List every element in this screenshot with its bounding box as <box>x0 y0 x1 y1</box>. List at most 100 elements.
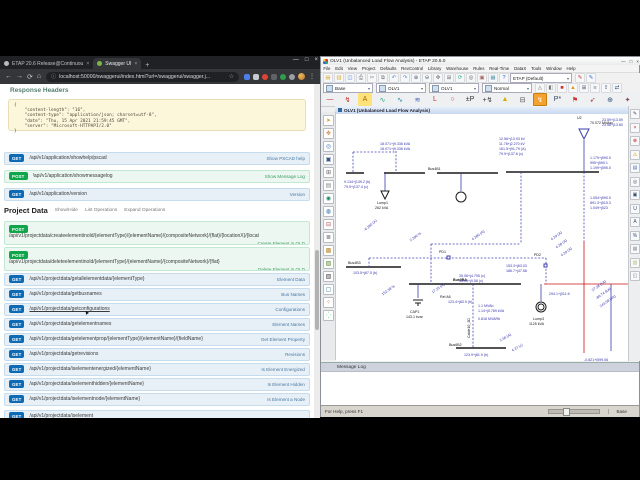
unbalanced-loadflow-icon[interactable]: ↯ <box>533 93 547 106</box>
operation-path-link[interactable]: /api/v1/projectdata/getallelementdata/{e… <box>29 276 145 283</box>
alert-icon[interactable]: ▲ <box>568 83 578 93</box>
arrow-icon[interactable]: ➶ <box>585 93 600 106</box>
check-circuit-icon[interactable]: ◬ <box>535 83 545 93</box>
config-combo[interactable]: Normal▾ <box>482 83 532 93</box>
presentation-combo[interactable]: OLV1▾ <box>376 83 426 93</box>
browser-tab-1[interactable]: ETAP 20.6 Release@Continuou× <box>0 58 93 69</box>
section-link-show-hide[interactable]: Show/Hide <box>54 207 78 213</box>
load-symbol[interactable] <box>380 190 390 201</box>
operation-path-link[interactable]: /api/v1/projectdata/iselementenergized/{… <box>29 366 151 373</box>
menu-rules[interactable]: Rules <box>473 66 485 71</box>
tab-close-icon[interactable]: × <box>86 60 90 67</box>
revision-combo[interactable]: Base▾ <box>323 83 373 93</box>
unit-icon[interactable]: U <box>630 203 640 214</box>
themes-icon[interactable]: ◧ <box>546 83 556 93</box>
page-scrollbar-thumb[interactable] <box>315 250 319 330</box>
message-log-header[interactable]: Message Log <box>321 362 639 372</box>
cut-icon[interactable]: ✂ <box>367 73 377 83</box>
menu-revcontrol[interactable]: RevControl <box>401 66 424 71</box>
layers2-icon[interactable]: ▧ <box>323 271 334 282</box>
extension-gray-icon[interactable] <box>288 73 295 80</box>
star-icon[interactable]: ✦ <box>620 93 635 106</box>
status-dots-icon[interactable]: ⁘ <box>323 297 334 308</box>
ruler-icon[interactable]: ⊟ <box>323 219 334 230</box>
edit-mode-icon[interactable]: — <box>323 93 337 106</box>
close-button[interactable]: × <box>314 57 318 63</box>
panel-icon[interactable]: P* <box>550 93 565 106</box>
motor-symbol[interactable] <box>455 191 467 203</box>
pen-red-icon[interactable]: ✎ <box>575 73 585 83</box>
menu-warehouse[interactable]: Warehouse <box>446 66 469 71</box>
bin-icon[interactable]: ▢ <box>323 284 334 295</box>
maximize-button[interactable]: □ <box>304 57 309 63</box>
harmonics-icon[interactable]: ∿ <box>375 93 390 106</box>
back-icon[interactable]: ← <box>5 73 12 80</box>
export-icon[interactable]: ⇪ <box>601 83 611 93</box>
save-icon[interactable]: ◫ <box>345 73 355 83</box>
operation-path-link[interactable]: /api/v1/projectdata/deleteelementinold/{… <box>9 259 220 265</box>
operation-path-link[interactable]: /api/v1/projectdata/getrevisions <box>29 351 99 358</box>
theme-icon[interactable]: ◉ <box>323 193 334 204</box>
bookmark-star-icon[interactable]: ☆ <box>228 74 234 80</box>
data-icon[interactable]: ≡ <box>590 83 600 93</box>
open-icon[interactable]: ▥ <box>334 73 344 83</box>
api-operation-row[interactable]: GET/api/v1/projectdata/iselementenergize… <box>4 363 310 376</box>
extension-dark-icon[interactable] <box>270 73 277 80</box>
view-combo[interactable]: OLV1▾ <box>429 83 479 93</box>
menu-defaults[interactable]: Defaults <box>380 66 397 71</box>
menu-edit[interactable]: Edit <box>335 66 343 71</box>
power-icon[interactable]: ±P <box>463 93 477 106</box>
optimal-icon[interactable]: ○ <box>445 93 460 106</box>
extension-blue-icon[interactable] <box>243 73 250 80</box>
new-icon[interactable]: ▤ <box>323 73 333 83</box>
operation-path-link[interactable]: /api/v1/projectdata/iselementhidden/{ele… <box>29 381 144 388</box>
home-icon[interactable]: ⌂ <box>36 73 42 80</box>
shortcircuit-icon[interactable]: +↯ <box>480 93 495 106</box>
stability-icon[interactable]: ∿ <box>393 93 407 106</box>
api-operation-row[interactable]: GET/api/v1/projectdata/getallelementdata… <box>4 273 310 286</box>
operation-path-link[interactable]: /api/v1/projectdata/getelementprop/{elem… <box>29 336 203 343</box>
delete-icon[interactable]: × <box>630 122 640 133</box>
protective-device-symbol[interactable] <box>446 255 451 260</box>
battery-icon[interactable]: ⊟ <box>515 93 530 106</box>
etap-close-button[interactable]: × <box>636 58 639 64</box>
browser-tab-2[interactable]: Swagger UI× <box>93 58 142 69</box>
operation-path-link[interactable]: /api/v1/application/showmessagelog <box>32 173 113 180</box>
print-icon[interactable]: ⎙ <box>356 73 366 83</box>
pan-icon[interactable]: ✥ <box>433 73 443 83</box>
print-area-icon[interactable]: ▤ <box>323 180 334 191</box>
refresh-icon[interactable]: ⟳ <box>455 73 465 83</box>
browser-menu-icon[interactable]: ⋮ <box>309 74 315 80</box>
options-icon[interactable]: ◱ <box>630 271 640 281</box>
motor-symbol[interactable] <box>535 301 547 313</box>
zoom-slider-thumb[interactable] <box>562 408 570 416</box>
report-icon[interactable]: ▤ <box>630 163 640 173</box>
new-tab-button[interactable]: + <box>145 62 150 69</box>
extension-pencil-icon[interactable] <box>252 73 259 80</box>
operation-path-link[interactable]: /api/v1/application/version <box>29 191 87 198</box>
extension-green-icon[interactable] <box>279 73 286 80</box>
status-dots2-icon[interactable]: ⁛ <box>323 310 334 321</box>
grid-toggle-icon[interactable]: ⊞ <box>323 167 334 178</box>
copy-icon[interactable]: ⧉ <box>378 73 388 83</box>
menu-help[interactable]: Help <box>566 66 576 71</box>
amp-display-icon[interactable]: A <box>630 217 640 227</box>
sync-icon[interactable]: ⇄ <box>612 83 622 93</box>
menu-project[interactable]: Project <box>361 66 376 71</box>
globe-icon[interactable]: ◍ <box>323 206 334 217</box>
add-study-icon[interactable]: ⊕ <box>603 93 617 106</box>
etap-maximize-button[interactable]: □ <box>629 58 633 64</box>
menu-datax[interactable]: DataX <box>514 66 527 71</box>
section-link-list-operations[interactable]: List Operations <box>84 207 118 213</box>
profile-avatar[interactable] <box>298 73 305 80</box>
calc-icon[interactable]: ⊞ <box>579 83 589 93</box>
api-operation-row[interactable]: GET/api/v1/projectdata/iselementhidden/{… <box>4 378 310 391</box>
operation-path-link[interactable]: /api/v1/projectdata/createelementinold/{… <box>9 233 259 239</box>
pencil-icon[interactable]: ✎ <box>630 109 640 119</box>
